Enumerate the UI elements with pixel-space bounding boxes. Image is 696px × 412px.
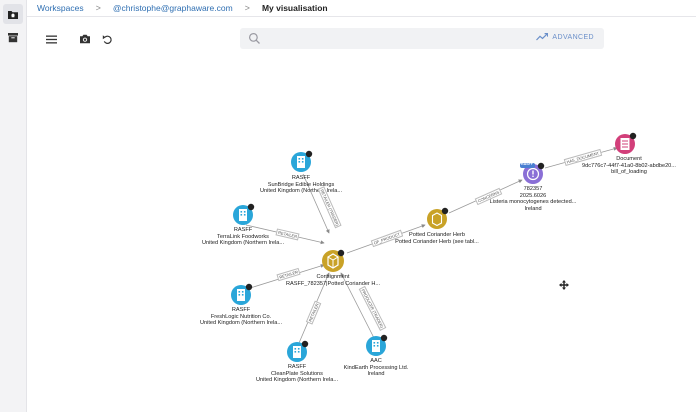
page-title: My visualisation xyxy=(261,3,328,13)
aac-node[interactable] xyxy=(366,334,388,356)
node-subject-label: Listeria monocytogenes detected... xyxy=(489,199,577,206)
breadcrumb: Workspaces > @christophe@graphaware.com … xyxy=(27,0,696,17)
node-id-label: 9dc776c7-44f7-41a0-8b02-abdbe20... xyxy=(582,162,676,169)
node-type-label: Document xyxy=(616,156,642,162)
left-sidebar xyxy=(0,0,27,412)
node-type-label: RASFF xyxy=(291,175,311,181)
node-type-label: RASFF xyxy=(233,227,253,233)
node-type-label: Consignment xyxy=(316,274,350,280)
move-cursor-icon xyxy=(559,280,569,290)
rasff-left-label: RASFF TerraLink Foodworks United Kingdom… xyxy=(202,227,284,247)
edge-retailer-top[interactable] xyxy=(302,173,330,234)
search-icon xyxy=(249,33,260,44)
node-country-label: United Kingdom (Northern Irela... xyxy=(255,377,339,384)
node-ref-label: 2025.6026 xyxy=(519,192,547,199)
search-input[interactable] xyxy=(266,31,526,46)
node-name-label: FreshLogic Nutrition Co. xyxy=(210,313,272,320)
node-country-label: Ireland xyxy=(524,205,542,212)
rasff-node-lower-left[interactable] xyxy=(231,283,253,305)
node-type-label: RASFF xyxy=(287,364,307,370)
notification-node[interactable] xyxy=(520,162,545,184)
notification-badge: RASFF xyxy=(521,162,533,166)
archive-icon[interactable] xyxy=(3,27,23,47)
node-doc-type-label: bill_of_loading xyxy=(611,169,647,176)
node-name-label: RASFF_782357|Potted Coriander H... xyxy=(285,280,381,287)
node-country-label: United Kingdom (Northern Irela... xyxy=(199,320,283,327)
breadcrumb-separator: > xyxy=(244,3,250,13)
advanced-label: ADVANCED xyxy=(552,33,594,41)
menu-icon[interactable] xyxy=(44,32,58,46)
search-bar: ADVANCED xyxy=(240,28,604,49)
node-name-label: SunBridge Edible Holdings xyxy=(267,181,335,188)
breadcrumb-workspaces-link[interactable]: Workspaces xyxy=(37,3,84,13)
rasff-lower-left-label: RASFF FreshLogic Nutrition Co. United Ki… xyxy=(200,307,282,327)
undo-icon[interactable] xyxy=(100,32,114,46)
node-country-label: Ireland xyxy=(367,371,385,378)
node-type-label: AAC xyxy=(370,358,382,364)
camera-icon[interactable] xyxy=(78,32,92,46)
node-name-label: KindEarth Processing Ltd. xyxy=(343,364,409,371)
node-name-label: Potted Coriander Herb (see tabl... xyxy=(395,238,479,245)
breadcrumb-separator: > xyxy=(95,3,101,13)
consignment-label: Consignment RASFF_782357|Potted Coriande… xyxy=(286,274,380,287)
product-node[interactable] xyxy=(427,207,449,229)
node-id-label: 782357 xyxy=(523,186,543,192)
node-name-label: TerraLink Foodworks xyxy=(217,233,269,240)
breadcrumb-user-link[interactable]: @christophe@graphaware.com xyxy=(112,3,233,13)
trend-line-icon xyxy=(536,33,549,41)
node-name-label: CleanPlate Solutions xyxy=(271,370,323,377)
node-type-label: RASFF xyxy=(231,307,251,313)
rasff-top-label: RASFF SunBridge Edible Holdings United K… xyxy=(260,175,342,195)
document-label: Document 9dc776c7-44f7-41a0-8b02-abdbe20… xyxy=(582,156,676,176)
node-country-label: United Kingdom (Northern Irela... xyxy=(201,240,285,247)
rasff-node-bottom[interactable] xyxy=(287,340,309,362)
notification-label: 782357 2025.6026 Listeria monocytogenes … xyxy=(490,186,577,212)
rasff-node-left[interactable] xyxy=(233,203,255,225)
rasff-node-top[interactable] xyxy=(291,150,313,172)
edge-producer-aac[interactable] xyxy=(340,272,375,339)
node-type-label: Potted Coriander Herb xyxy=(409,232,465,238)
product-label: Potted Coriander Herb Potted Coriander H… xyxy=(395,232,479,245)
rasff-bottom-label: RASFF CleanPlate Solutions United Kingdo… xyxy=(256,364,338,384)
consignment-node[interactable] xyxy=(322,249,345,272)
aac-label: AAC KindEarth Processing Ltd. Ireland xyxy=(344,358,409,378)
advanced-search-button[interactable]: ADVANCED xyxy=(536,33,594,41)
document-node[interactable] xyxy=(615,132,637,154)
workspace-home-icon[interactable] xyxy=(3,4,23,24)
node-country-label: United Kingdom (Northern Irela... xyxy=(259,188,343,195)
graph-canvas[interactable]: RASFF RASFF SunBridge Edible Holdings Un… xyxy=(27,55,696,412)
